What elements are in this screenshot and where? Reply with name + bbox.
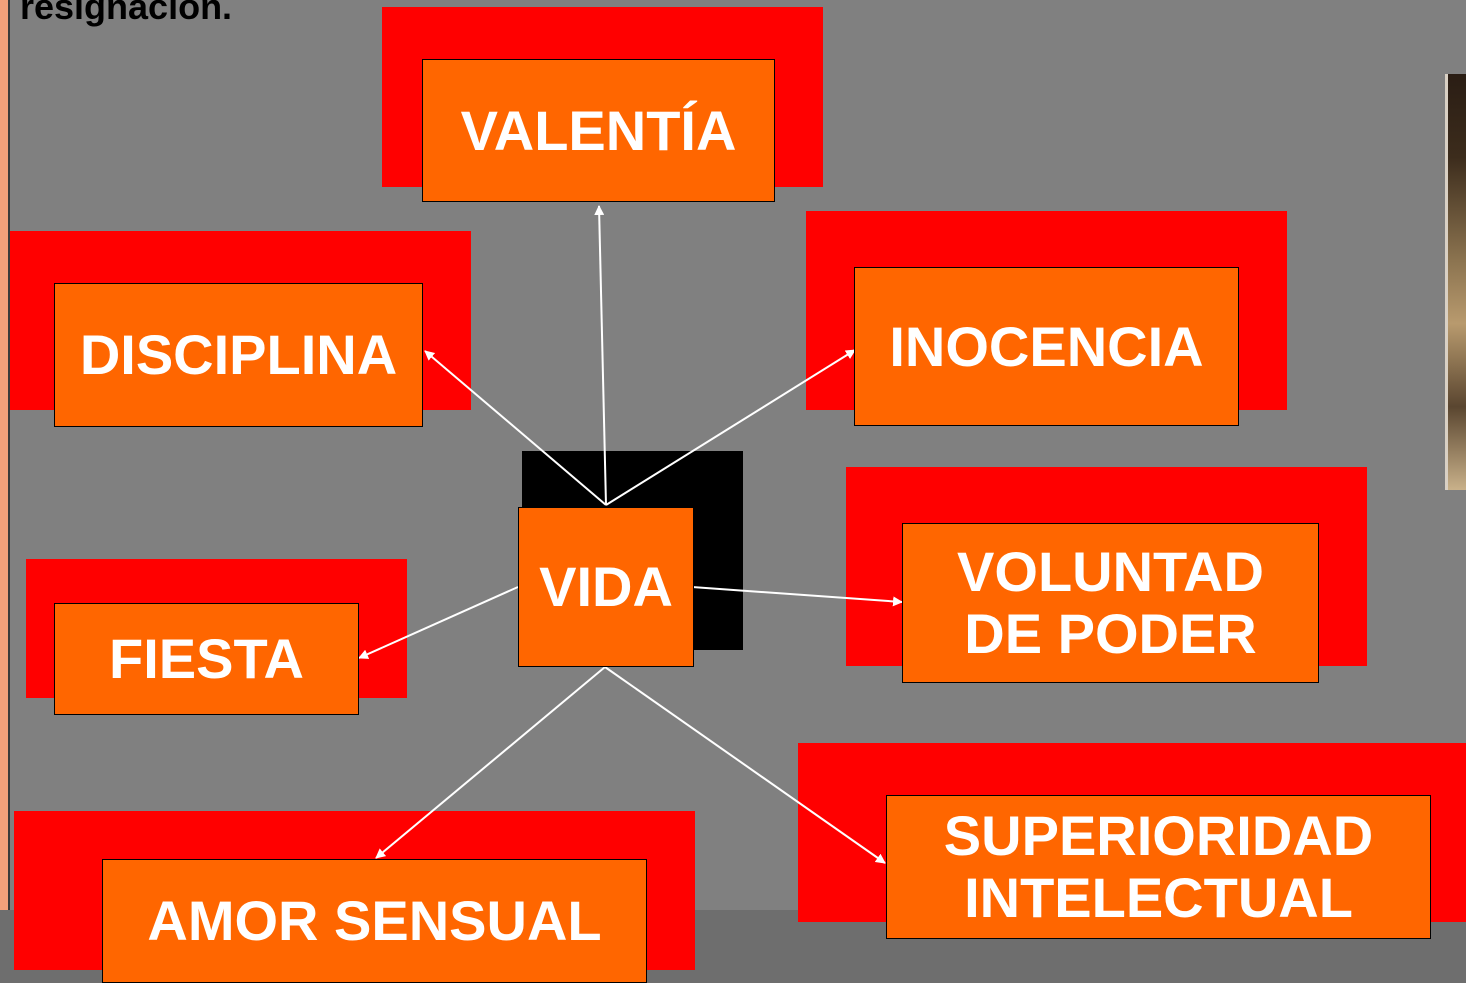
- node-superioridad: SUPERIORIDAD INTELECTUAL: [886, 795, 1431, 939]
- node-amor: AMOR SENSUAL: [102, 859, 647, 983]
- painting-image: [1445, 74, 1466, 490]
- node-valentia: VALENTÍA: [422, 59, 775, 202]
- node-disciplina: DISCIPLINA: [54, 283, 423, 427]
- node-vida: VIDA: [518, 507, 694, 667]
- top-text: resignación.: [20, 0, 233, 27]
- node-inocencia: INOCENCIA: [854, 267, 1239, 426]
- left-accent-strip: [0, 0, 8, 910]
- left-accent-line: [8, 0, 10, 910]
- node-fiesta: FIESTA: [54, 603, 359, 715]
- node-voluntad: VOLUNTAD DE PODER: [902, 523, 1319, 683]
